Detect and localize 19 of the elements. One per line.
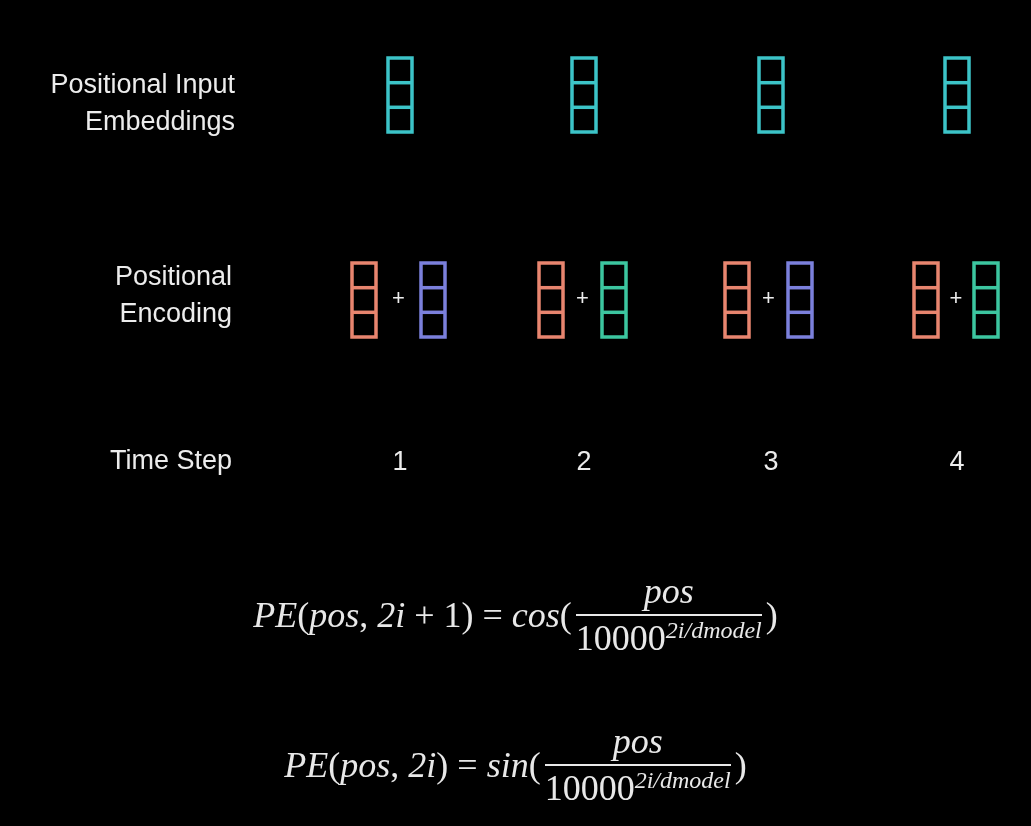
- plus-sign: +: [391, 284, 406, 312]
- formula-text: PE(pos, 2i) = sin(: [284, 744, 541, 787]
- row-label: Positional Encoding: [113, 260, 232, 330]
- plus-sign: +: [575, 284, 590, 312]
- time-step-number: 2: [575, 445, 593, 478]
- plus-sign: +: [761, 284, 776, 312]
- plus-sign: +: [948, 284, 964, 312]
- fraction-denominator: 10000$^{2i/dmodel}$: [544, 766, 731, 810]
- row-label: Positional Input Embeddings: [49, 68, 235, 138]
- row-label: Time Step: [108, 444, 232, 477]
- formula-text: ): [765, 594, 778, 637]
- time-step-number: 3: [762, 445, 780, 478]
- formula-text: ): [734, 744, 747, 787]
- fraction-numerator: pos: [612, 720, 663, 763]
- time-step-number: 4: [948, 445, 966, 478]
- fraction-denominator: 10000$^{2i/dmodel}$: [575, 616, 762, 660]
- time-step-number: 1: [391, 445, 409, 478]
- fraction-numerator: pos: [643, 570, 694, 613]
- formula-text: PE(pos, 2i + 1) = cos(: [253, 594, 572, 637]
